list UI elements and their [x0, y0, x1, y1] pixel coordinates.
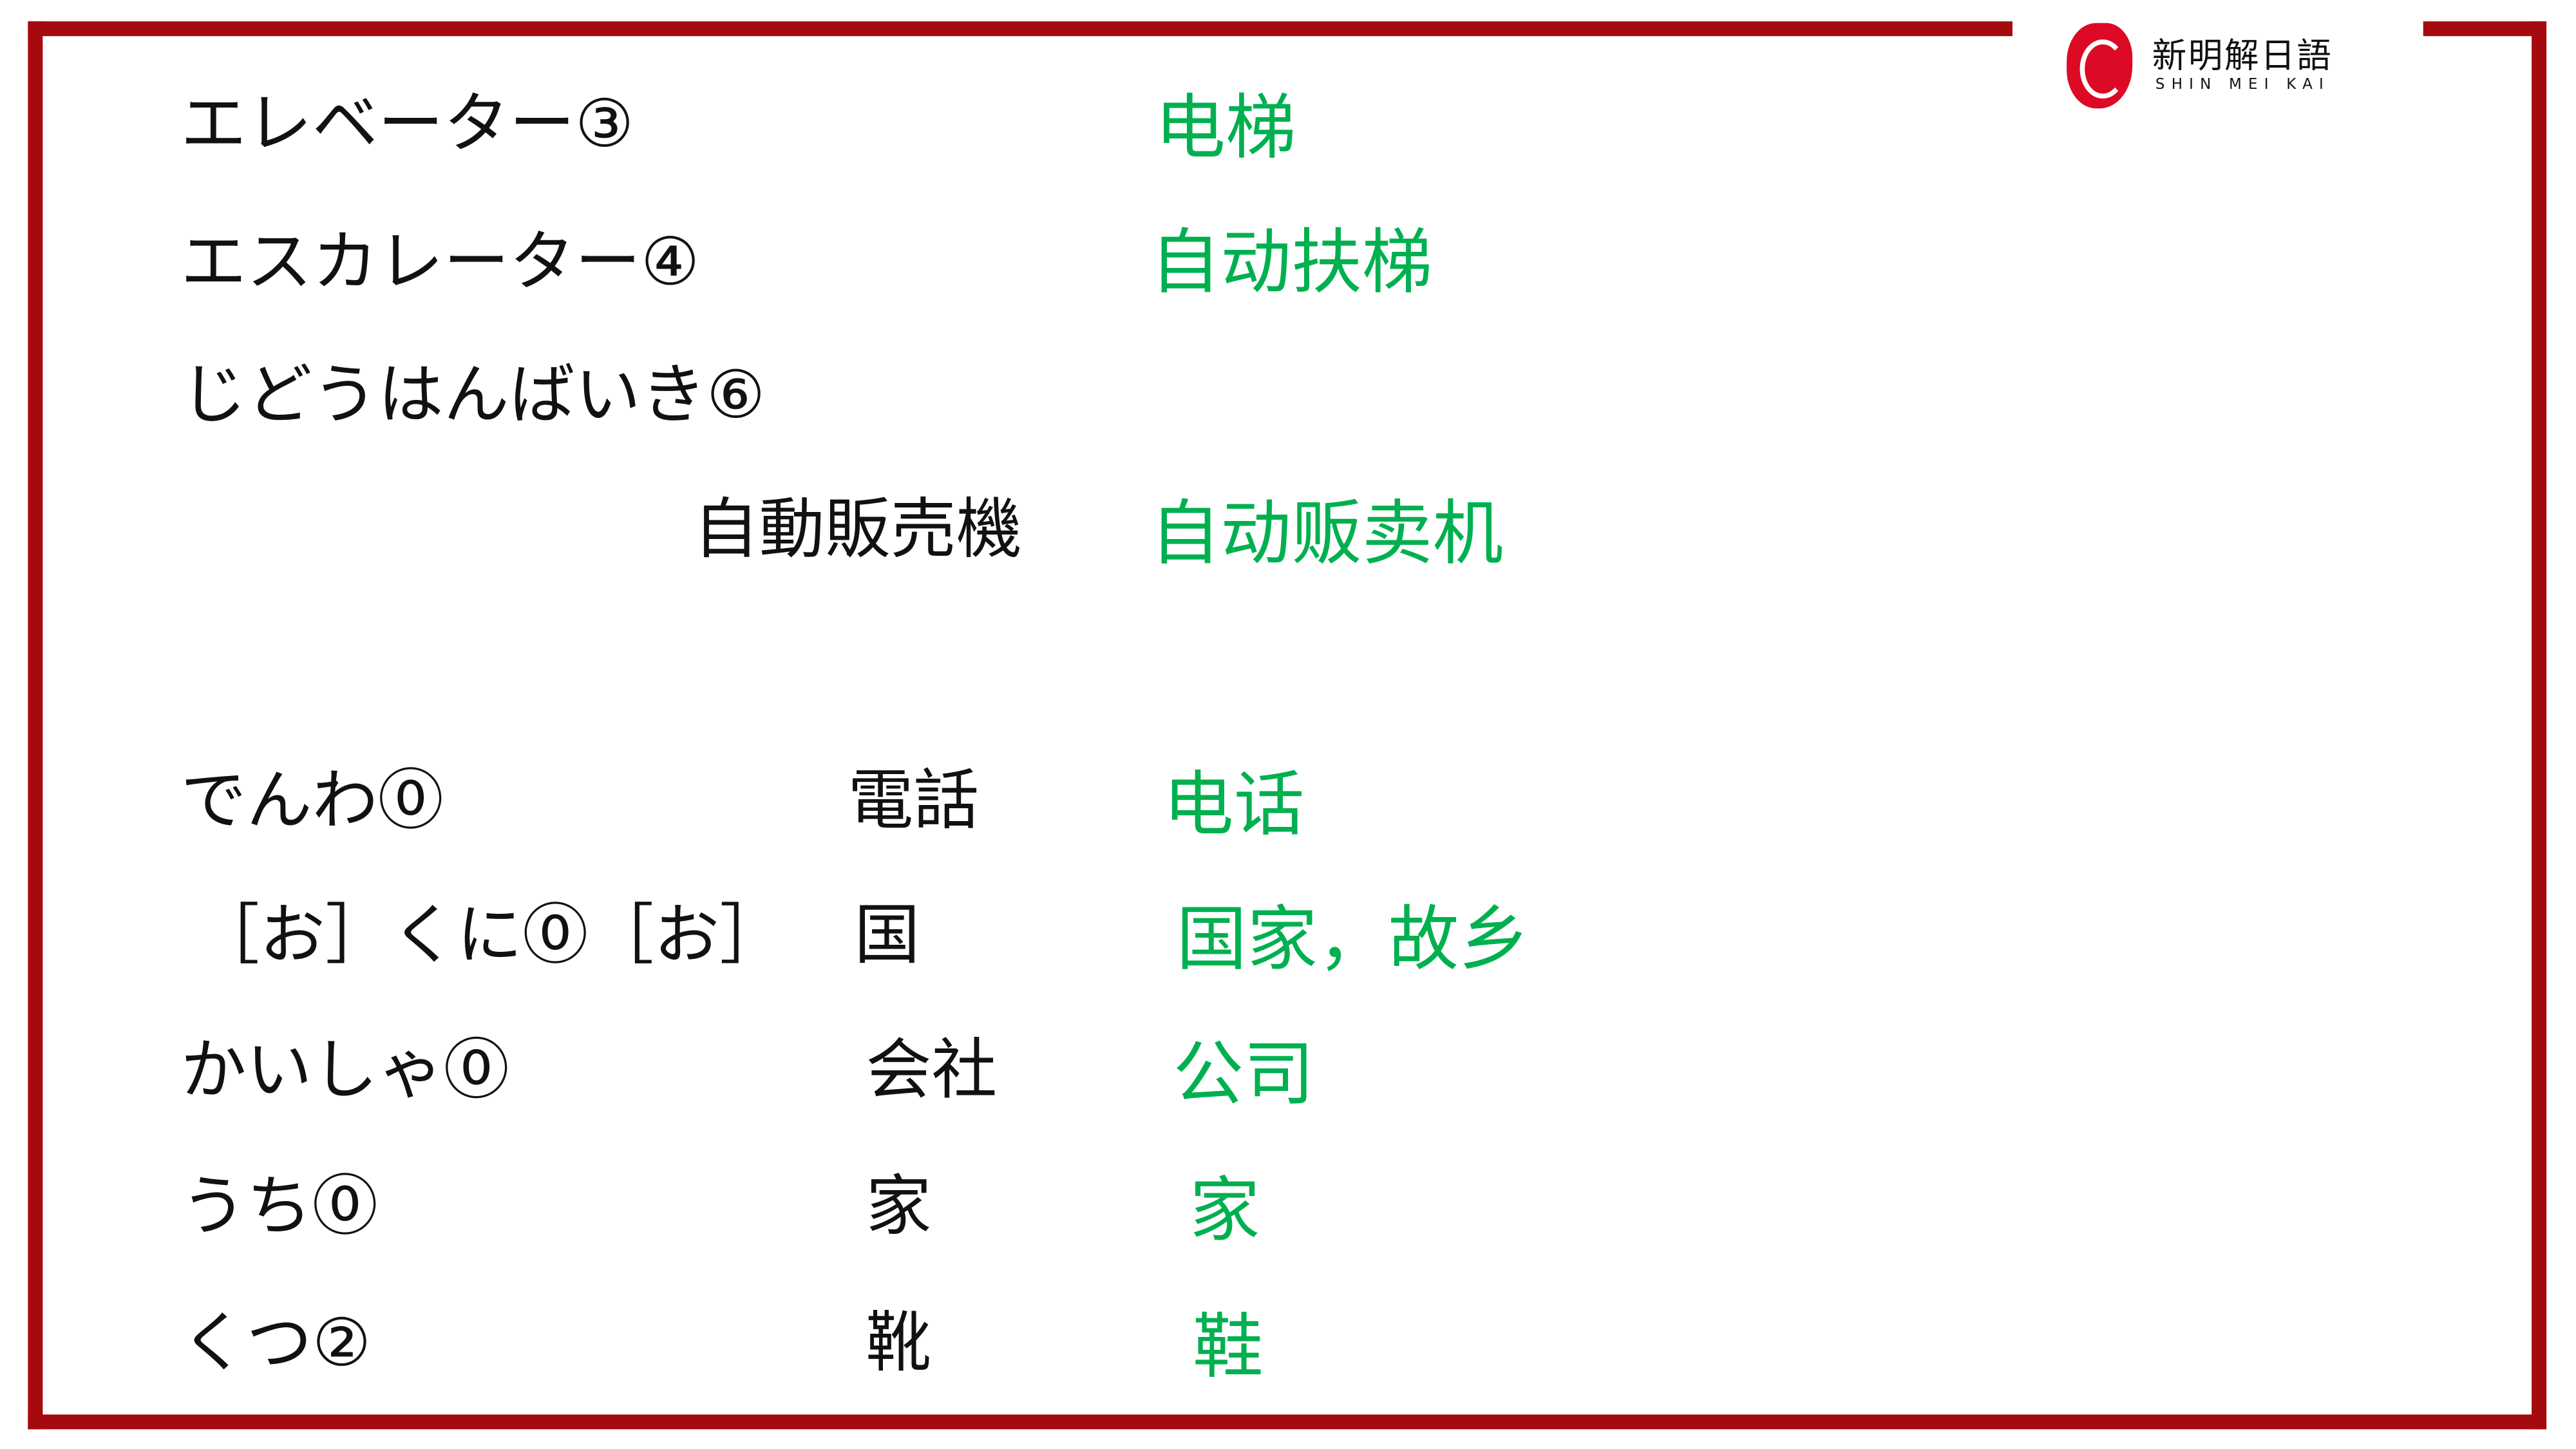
vocab-kana: じどうはんばいき⑥: [180, 358, 766, 434]
seal-icon: [2067, 23, 2133, 109]
vocab-kana: かいしゃ⓪: [180, 1033, 509, 1109]
vocab-kana: でんわ⓪: [180, 764, 444, 840]
frame-left: [28, 21, 43, 1430]
vocab-chinese: 自动扶梯: [1150, 222, 1433, 305]
vocab-kana: エスカレーター④: [180, 225, 700, 301]
vocab-kanji: 家: [866, 1170, 932, 1245]
vocab-kana: ［お］くに⓪［お］: [194, 898, 786, 974]
vocab-chinese: 公司: [1173, 1034, 1314, 1117]
logo-name-en: SHIN MEI KAI: [2155, 77, 2330, 94]
frame-bottom: [28, 1414, 2547, 1430]
frame-top-left: [28, 21, 2012, 37]
vocab-chinese: 国家，故乡: [1176, 899, 1530, 982]
vocab-chinese: 自动贩卖机: [1150, 493, 1504, 576]
vocab-kana: エレベーター③: [180, 87, 634, 163]
frame-right: [2532, 21, 2547, 1430]
vocab-chinese: 电梯: [1155, 88, 1296, 171]
vocab-kanji: 電話: [848, 764, 980, 840]
vocab-chinese: 家: [1189, 1170, 1260, 1253]
shin-mei-kai-logo: 新明解日語 SHIN MEI KAI: [2062, 20, 2374, 112]
vocab-chinese: 电话: [1163, 764, 1305, 848]
vocab-kanji: 会社: [866, 1033, 998, 1109]
vocab-kana: うち⓪: [180, 1170, 378, 1245]
vocab-kanji: 自動販売機: [693, 493, 1022, 569]
vocab-kanji: 靴: [866, 1306, 932, 1382]
frame-top-right: [2423, 21, 2547, 37]
vocab-chinese: 鞋: [1193, 1307, 1264, 1389]
vocab-kana: くつ②: [180, 1306, 372, 1382]
logo-name-cn: 新明解日語: [2152, 36, 2333, 76]
vocab-kanji: 国: [854, 898, 920, 974]
